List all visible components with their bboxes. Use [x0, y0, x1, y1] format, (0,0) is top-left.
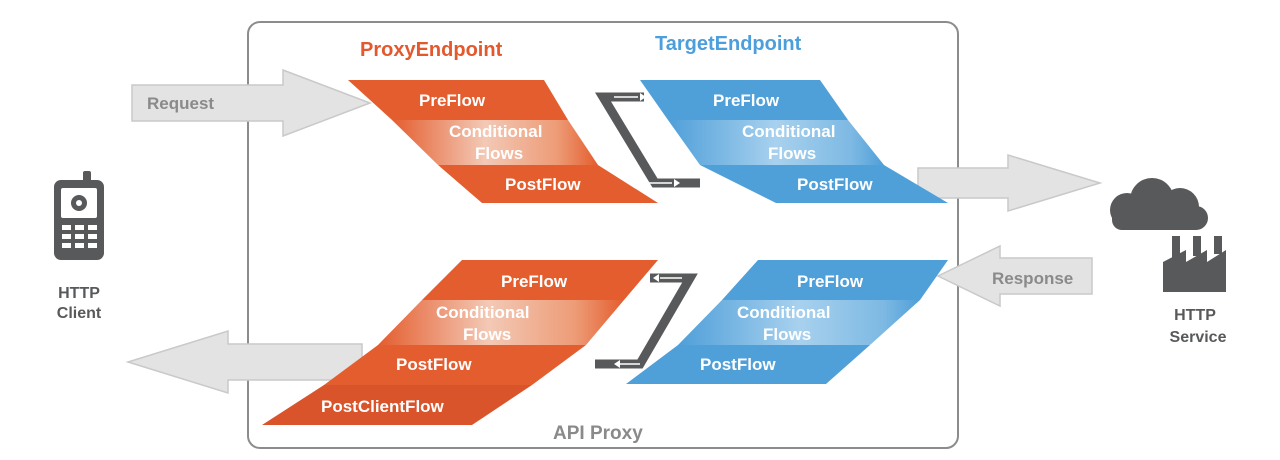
target-response-conditional-band — [678, 300, 920, 345]
proxy-request-conditional-band — [392, 120, 598, 165]
target-response-flows-label: Flows — [763, 325, 811, 344]
proxy-response-postclientflow-label: PostClientFlow — [321, 397, 445, 416]
api-proxy-label: API Proxy — [553, 423, 643, 444]
proxy-response-flows-label: Flows — [463, 325, 511, 344]
response-label: Response — [992, 269, 1073, 288]
target-request-preflow-band — [640, 80, 848, 120]
request-label: Request — [147, 94, 214, 113]
target-response-preflow-band — [722, 260, 948, 300]
proxy-request-postflow-label: PostFlow — [505, 175, 581, 194]
target-response-flow: PreFlow Conditional Flows PostFlow — [626, 260, 948, 384]
proxy-response-preflow-band — [422, 260, 658, 300]
response-connector — [595, 273, 698, 369]
target-request-preflow-label: PreFlow — [713, 91, 780, 110]
http-client-label-line2: Client — [57, 305, 102, 322]
target-response-conditional-label: Conditional — [737, 303, 830, 322]
target-request-postflow-band — [700, 165, 948, 203]
proxy-request-flow: PreFlow Conditional Flows PostFlow — [348, 80, 658, 203]
target-response-preflow-label: PreFlow — [797, 272, 864, 291]
proxy-endpoint-title: ProxyEndpoint — [360, 39, 503, 61]
target-request-flow: PreFlow Conditional Flows PostFlow — [640, 80, 948, 203]
proxy-response-postflow-band — [324, 345, 586, 385]
target-request-postflow-label: PostFlow — [797, 175, 873, 194]
proxy-response-conditional-label: Conditional — [436, 303, 529, 322]
proxy-request-conditional-label: Conditional — [449, 122, 542, 141]
proxy-request-preflow-band — [348, 80, 568, 120]
proxy-response-preflow-label: PreFlow — [501, 272, 568, 291]
proxy-response-conditional-band — [378, 300, 624, 345]
target-response-postflow-label: PostFlow — [700, 355, 776, 374]
proxy-response-postflow-label: PostFlow — [396, 355, 472, 374]
target-request-conditional-band — [668, 120, 884, 165]
phone-icon — [54, 171, 104, 260]
request-arrow: Request — [131, 68, 373, 138]
request-connector — [595, 92, 700, 188]
proxy-response-postclientflow-band — [262, 385, 532, 425]
http-service-label-line2: Service — [1170, 329, 1227, 346]
target-request-flows-label: Flows — [768, 144, 816, 163]
cloud-icon — [1110, 178, 1208, 230]
response-arrow: Response — [936, 244, 1093, 308]
http-service-label-line1: HTTP — [1174, 307, 1216, 324]
proxy-request-flows-label: Flows — [475, 144, 523, 163]
proxy-response-flow: PreFlow Conditional Flows PostFlow PostC… — [262, 260, 658, 425]
proxy-request-preflow-label: PreFlow — [419, 91, 486, 110]
target-endpoint-title: TargetEndpoint — [655, 33, 802, 55]
proxy-request-postflow-band — [438, 165, 658, 203]
http-client-label-line1: HTTP — [58, 285, 100, 302]
target-request-conditional-label: Conditional — [742, 122, 835, 141]
factory-icon — [1163, 236, 1226, 292]
target-response-postflow-band — [626, 345, 870, 384]
